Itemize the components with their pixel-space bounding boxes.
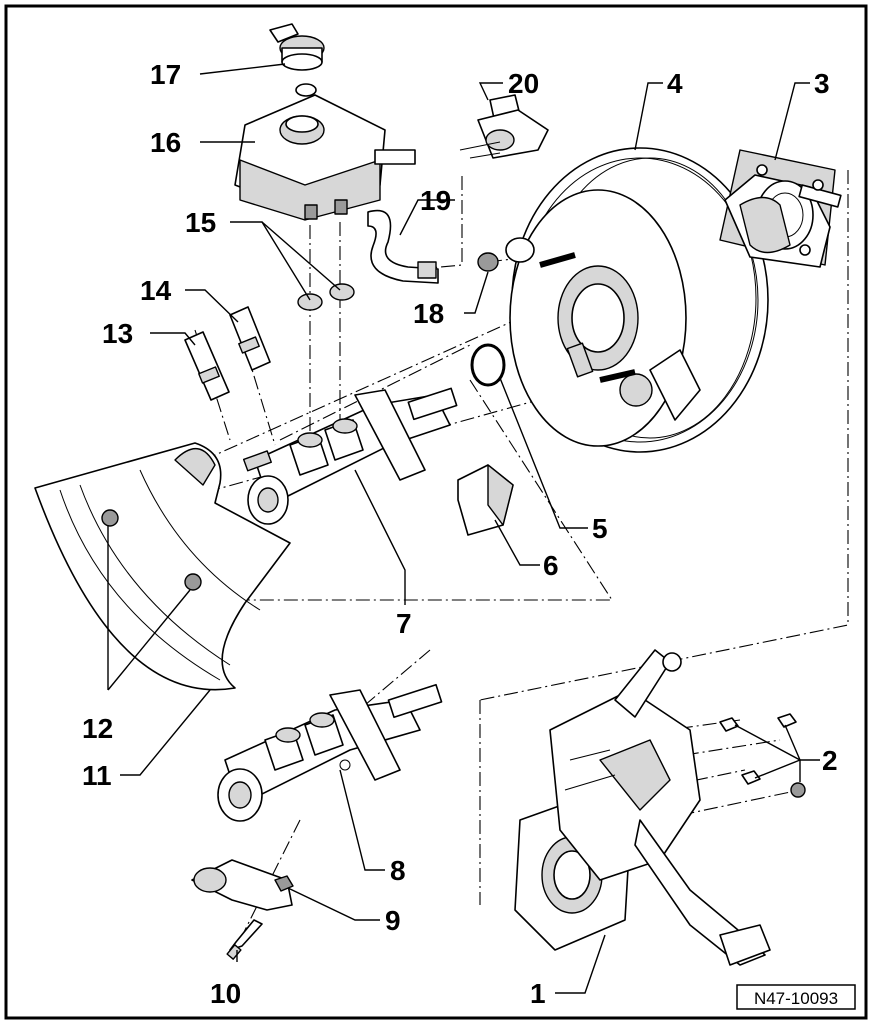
o-ring [470,343,506,387]
callout-14: 14 [140,275,172,306]
reference-code: N47-10093 [754,989,838,1008]
reservoir-cap [269,23,325,97]
vacuum-sensor [459,94,549,159]
callout-7: 7 [396,608,412,639]
callout-20: 20 [508,68,539,99]
callout-3: 3 [814,68,830,99]
callout-13: 13 [102,318,133,349]
callout-17: 17 [150,59,181,90]
callout-19: 19 [420,185,451,216]
shield-nuts [101,509,202,591]
callout-4: 4 [667,68,683,99]
callout-5: 5 [592,513,608,544]
brake-servo [509,147,769,453]
sensor-bracket [191,859,294,911]
master-cylinder [242,387,458,525]
vacuum-grommet [477,237,535,272]
callout-6: 6 [543,550,559,581]
callout-11: 11 [82,760,112,791]
bolt [226,919,263,960]
callout-labels: 17 16 15 14 13 20 4 3 19 18 5 6 7 12 11 … [82,59,838,1009]
callout-15: 15 [185,207,216,238]
pressure-sensors [184,306,271,401]
callout-16: 16 [150,127,181,158]
reference-code-box: N47-10093 [736,984,856,1010]
pedal-assembly [514,649,771,966]
diagram-frame [4,4,868,1020]
brake-fluid-reservoir [234,94,416,221]
servo-gasket [719,149,842,268]
callout-18: 18 [413,298,444,329]
callout-2: 2 [822,745,838,776]
leader-lines [107,63,820,994]
reservoir-seals [297,283,355,311]
callout-8: 8 [390,855,406,886]
brake-light-switch [457,464,514,536]
callout-10: 10 [210,978,241,1009]
master-cylinder-alt [217,683,443,822]
heat-shield [34,442,291,691]
callout-1: 1 [530,978,546,1009]
pedal-nuts [719,713,806,798]
vacuum-hose [367,209,439,284]
callout-12: 12 [82,713,113,744]
callout-9: 9 [385,905,401,936]
